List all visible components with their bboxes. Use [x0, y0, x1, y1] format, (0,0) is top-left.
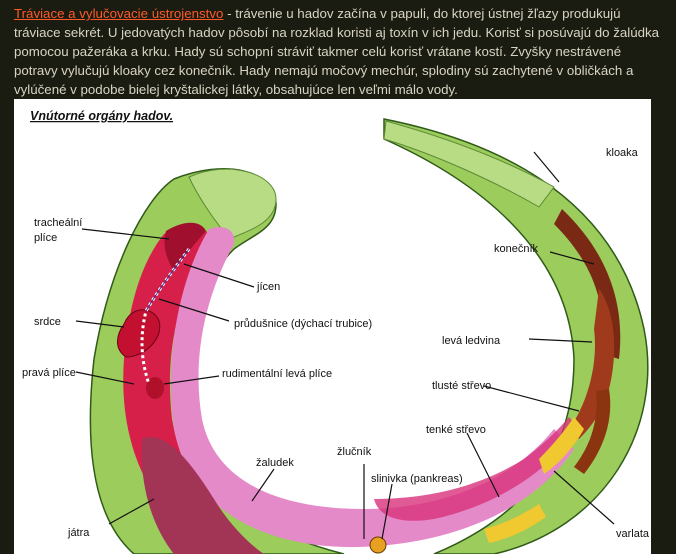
label-cloaca: kloaka [606, 147, 639, 159]
label-pancreas: slinivka (pankreas) [371, 473, 463, 485]
snake-anatomy-diagram: Vnútorné orgány hadov. [22, 109, 650, 554]
gallbladder [369, 536, 387, 554]
label-left-kidney: levá ledvina [442, 335, 501, 347]
label-testes: varlata [616, 528, 650, 540]
large-intestine [574, 389, 611, 474]
label-gallbladder: žlučník [337, 446, 372, 458]
liver [141, 437, 264, 554]
testes [539, 417, 584, 474]
label-tracheal-lung-2: plíce [34, 232, 57, 244]
label-right-lung: pravá plíce [22, 367, 76, 379]
rudimentary-lung [146, 377, 164, 399]
label-trachea: průdušnice (dýchací trubice) [234, 318, 372, 330]
article-body: - trávenie u hadov začína v papuli, do k… [14, 6, 660, 97]
article-link[interactable]: Tráviace a vylučovacie ústrojenstvo [14, 6, 224, 21]
anatomy-figure: Vnútorné orgány hadov. [14, 99, 651, 554]
label-tracheal-lung-1: tracheální [34, 217, 82, 229]
figure-title: Vnútorné orgány hadov. [30, 109, 173, 123]
gut-tract [170, 227, 574, 548]
label-stomach: žaludek [256, 457, 294, 469]
label-lines [75, 151, 615, 540]
label-small-intestine: tenké střevo [426, 424, 486, 436]
tracheal-lung [164, 222, 206, 271]
label-rudimentary-lung: rudimentální levá plíce [222, 368, 332, 380]
label-heart: srdce [34, 316, 61, 328]
trachea-outline [145, 248, 190, 312]
label-esophagus: jícen [256, 281, 280, 293]
tail-scales [383, 120, 555, 208]
article-paragraph: Tráviace a vylučovacie ústrojenstvo - tr… [14, 4, 664, 99]
small-intestine [374, 417, 579, 521]
head-scales [188, 168, 277, 240]
testes-lower [484, 504, 546, 543]
label-liver: játra [67, 527, 90, 539]
label-large-intestine: tlusté střevo [432, 380, 491, 392]
label-rectum: konečník [494, 243, 539, 255]
heart [117, 309, 161, 358]
